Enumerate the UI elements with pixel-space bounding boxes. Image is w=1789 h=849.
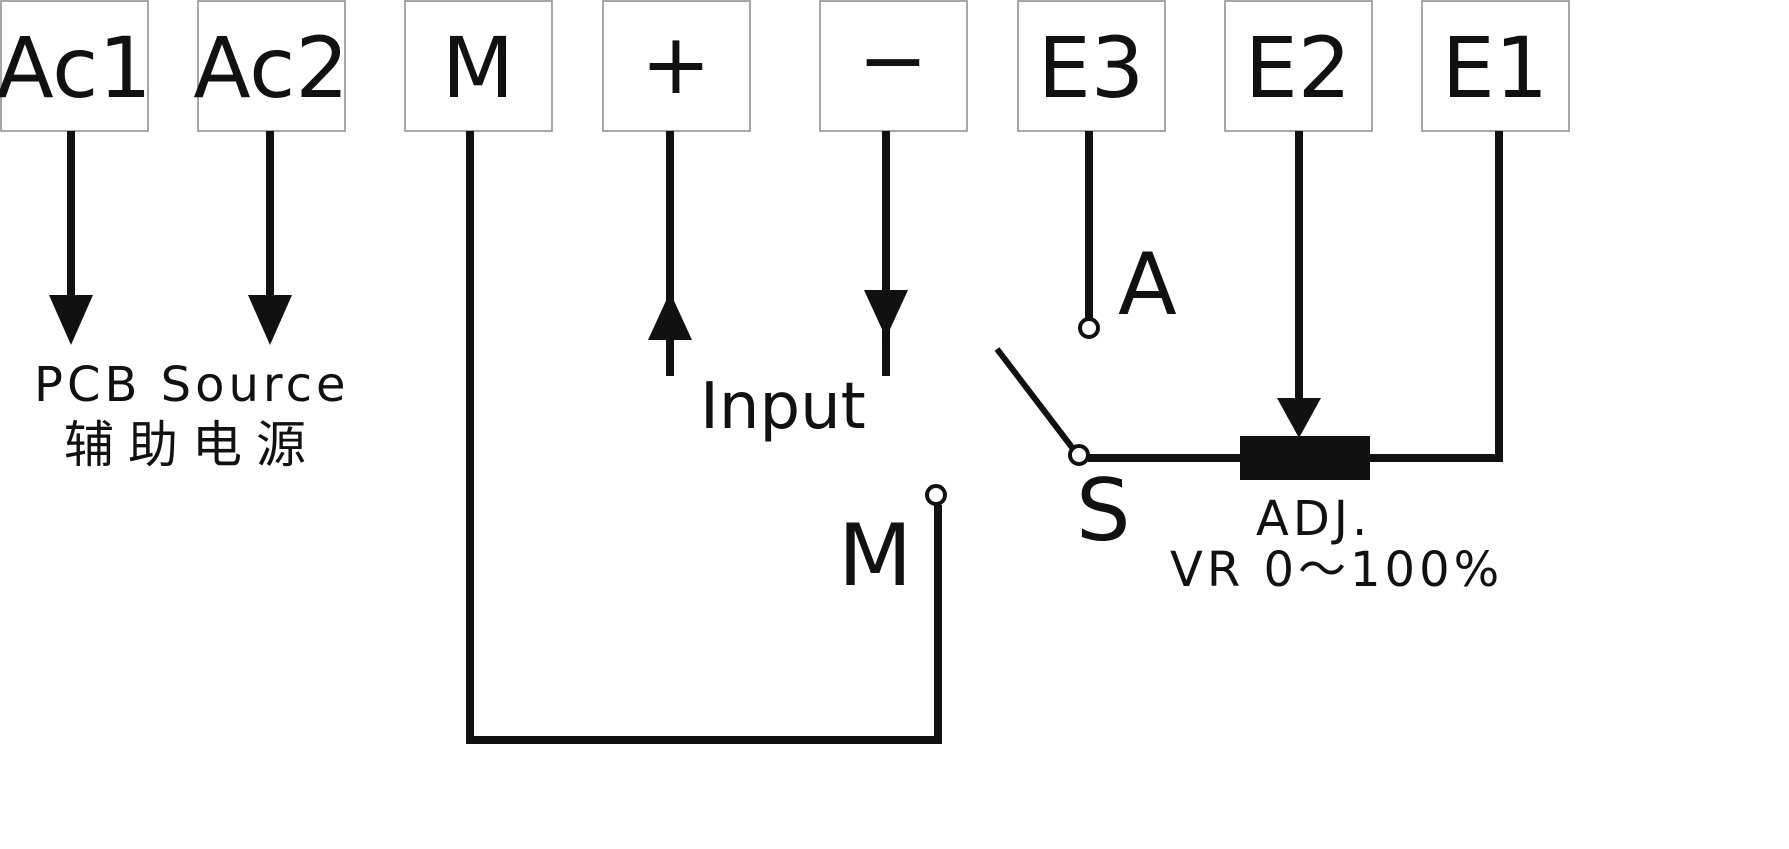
switch-s-label: S	[1076, 461, 1131, 561]
terminal-ac1: Ac1	[0, 0, 152, 132]
terminal-e2-label: E2	[1245, 19, 1352, 117]
terminal-m-label: M	[442, 19, 514, 117]
ac2-arrow-down-icon	[248, 295, 292, 345]
input-label: Input	[700, 370, 866, 444]
variable-resistor	[1240, 436, 1370, 480]
minus-arrow-down-icon	[864, 290, 908, 338]
terminal-plus-label: +	[641, 15, 711, 113]
e2-wiper-arrow-down-icon	[1277, 398, 1321, 438]
terminal-e3-label: E3	[1038, 19, 1145, 117]
terminal-ac2: Ac2	[193, 0, 349, 132]
ac1-arrow-down-icon	[49, 295, 93, 345]
terminal-ac2-label: Ac2	[193, 19, 349, 117]
terminal-e1: E1	[1421, 0, 1570, 132]
terminal-e1-label: E1	[1442, 19, 1549, 117]
terminal-minus: −	[819, 0, 968, 132]
pcb-source-cn-label: 辅助电源	[64, 416, 320, 474]
e1-wire	[1370, 131, 1503, 462]
terminal-plus: +	[602, 0, 751, 132]
m-common-label: M	[838, 506, 912, 606]
terminal-e2: E2	[1224, 0, 1373, 132]
switch-a-label: A	[1118, 235, 1177, 335]
terminal-m: M	[404, 0, 553, 132]
terminal-e3: E3	[1017, 0, 1166, 132]
terminal-ac1-label: Ac1	[0, 19, 152, 117]
m-contact-terminal	[925, 484, 947, 506]
adj-label: ADJ.	[1256, 491, 1371, 547]
vr-range-label: VR 0～100%	[1170, 542, 1503, 598]
plus-arrow-up-icon	[648, 292, 692, 340]
switch-contact-a	[1078, 317, 1100, 339]
m-common-wire	[466, 131, 942, 744]
pcb-source-label: PCB Source	[34, 357, 350, 413]
terminal-minus-label: −	[858, 11, 928, 109]
switch-blade	[994, 347, 1077, 452]
